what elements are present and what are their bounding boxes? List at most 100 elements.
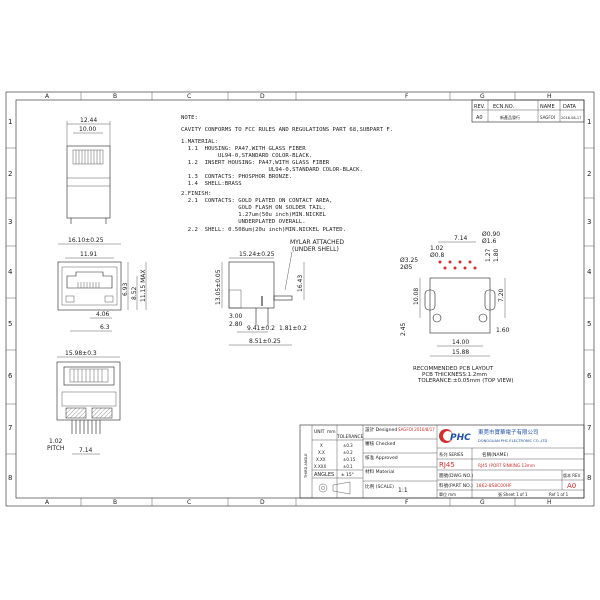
grid-col-c: C: [187, 93, 191, 100]
note-line-11: 1.27um(50u inch)MIN.NICKEL: [181, 212, 326, 218]
dim-side-941: 9.41±0.2: [247, 325, 275, 332]
dim-pcb-325b: 2Ø5: [400, 264, 413, 271]
tb-tol-key-1: X.X: [318, 450, 325, 455]
grid-row-1-right: 1: [587, 118, 591, 126]
grid-row-5: 5: [8, 320, 12, 328]
tb-tol-0: ±0.3: [343, 443, 353, 448]
grid-row-8: 8: [8, 474, 12, 482]
dim-side-height: 13.05±0.05: [215, 269, 222, 305]
tb-third-angle: THIRD ANGLE: [304, 453, 308, 479]
grid-col-d-bottom: D: [260, 499, 265, 506]
grid-row-6-right: 6: [587, 372, 592, 380]
pcb-layout-view: 7.14 Ø0.90 Ø1.6 1.02 Ø0.8 1.27 1.80 Ø3.2…: [400, 231, 514, 384]
tb-scale: 比例 (SCALE): [365, 483, 394, 490]
rev-cell-ecn: 新產品發行: [500, 114, 520, 120]
dim-pcb-102b: Ø0.8: [430, 252, 444, 259]
rev-header-data: DATA: [563, 104, 576, 110]
grid-row-2-right: 2: [587, 170, 591, 178]
dim-side-1643: 16.43: [297, 275, 304, 292]
dim-side-280: 2.80: [229, 321, 243, 328]
grid-col-d: D: [260, 93, 265, 100]
note-line-9: 2.1 CONTACTS: GOLD PLATED ON CONTACT ARE…: [181, 198, 333, 204]
grid-col-c-bottom: C: [187, 499, 191, 506]
pcb-thickness: PCB THICKNESS:1.2mm: [422, 372, 487, 378]
dim-w-714: 7.14: [79, 447, 93, 454]
pcb-tolerance: TOLERANCE:±0.05mm (TOP VIEW): [417, 378, 514, 384]
bottom-view: 15.98±0.3 1.02 PITCH 7.14: [47, 350, 121, 455]
dim-pcb-714: 7.14: [454, 235, 468, 242]
dim-pitch-value: 1.02: [49, 438, 63, 445]
tb-units: UNIT: [314, 429, 325, 435]
dim-pcb-1588: 15.88: [452, 349, 469, 356]
tb-series-label: 系列 SERIES: [439, 451, 464, 458]
note-line-13: 2.2 SHELL: 0.508um(20u inch)MIN.NICKEL P…: [181, 227, 346, 233]
grid-col-a-bottom: A: [45, 499, 50, 506]
dim-pcb-720: 7.20: [498, 288, 505, 302]
tb-unit-value: mm: [327, 430, 336, 435]
tb-part-label: 料號(PART NO.): [439, 482, 473, 489]
grid-row-3: 3: [8, 218, 12, 226]
grid-row-4: 4: [8, 268, 13, 276]
grid-col-h: H: [547, 93, 552, 100]
dim-h-693: 6.93: [122, 282, 129, 296]
tb-designed: 設計 Designed: [365, 426, 397, 433]
note-line-0: CAVITY CONFORMS TO FCC RULES AND REGULAT…: [181, 127, 393, 133]
grid-col-h-bottom: H: [547, 499, 552, 506]
note-line-4: 1.2 INSERT HOUSING: PA47,WITH GLASS FIBE…: [181, 160, 330, 166]
company-name-en: DONGGUAN PHC ELECTRONIC CO.,LTD: [478, 439, 547, 443]
notes-title: NOTE:: [181, 115, 198, 121]
grid-col-b-bottom: B: [113, 499, 117, 506]
grid-row-2: 2: [8, 170, 12, 178]
rev-header-ecn: ECN.NO.: [493, 104, 514, 110]
tb-dwg-label: 圖號(DWG NO.): [439, 472, 473, 479]
tb-tol-key-0: X: [320, 443, 323, 448]
tb-name-label: 名稱(NAME): [482, 451, 508, 458]
tb-angles: ANGLES: [314, 472, 334, 478]
dim-w-63: 6.3: [100, 324, 110, 331]
rev-header-rev: REV.: [474, 104, 485, 110]
title-block: THIRD ANGLE UNIT mm TOLERANCE X X.X X.XX…: [299, 424, 585, 499]
tb-checked: 審核 Checked: [365, 440, 395, 447]
dim-pcb-325: Ø3.25: [400, 257, 418, 264]
rev-cell-rev: A0: [476, 115, 483, 121]
tb-name-value: RJ45 (PORT SINKING 13mm: [478, 463, 535, 468]
dim-port-width: 11.91: [80, 251, 97, 258]
dim-w-406: 4.06: [96, 311, 110, 318]
dim-pcb-160: 1.60: [496, 327, 510, 334]
dim-pcb-1008: 10.08: [413, 288, 420, 305]
dim-pcb-245: 2.45: [400, 322, 407, 336]
grid-column-labels: A B C D F G H A B C D F G H: [45, 93, 552, 506]
grid-row-7-right: 7: [587, 424, 591, 432]
grid-col-g: G: [480, 93, 485, 100]
dim-top-inner: 10.00: [79, 126, 96, 133]
company-logo-text: PHC: [450, 433, 471, 443]
label-mylar: MYLAR ATTACHED: [290, 239, 344, 246]
note-line-12: UNDERPLATED OVERALL.: [181, 219, 306, 225]
dim-h-852: 8.52: [131, 286, 138, 300]
note-line-5: UL94-0,STANDARD COLOR-BLACK.: [181, 167, 363, 173]
tb-angle-tol: ± 15°: [341, 472, 354, 478]
tb-scale-value: 1:1: [398, 487, 408, 494]
dim-pitch-label: PITCH: [47, 445, 64, 452]
dim-pcb-127: 1.27: [485, 248, 492, 262]
rev-cell-date: 2016-08-17: [561, 116, 581, 120]
dim-top-outer: 12.44: [80, 117, 97, 124]
tb-tol-1: ±0.2: [343, 450, 353, 455]
dim-h-max: 11.15 MAX: [140, 270, 147, 302]
dim-pcb-1400: 14.00: [452, 339, 469, 346]
note-line-1: 1.MATERIAL:: [181, 139, 218, 145]
pcb-pin-holes: [438, 260, 477, 270]
note-line-10: GOLD FLASH ON SOLDER TAIL,: [181, 205, 326, 211]
notes-block: NOTE: CAVITY CONFORMS TO FCC RULES AND R…: [181, 115, 393, 233]
grid-col-b: B: [113, 93, 117, 100]
dim-side-300: 3.00: [229, 313, 243, 320]
dim-pcb-102: 1.02: [430, 245, 444, 252]
projection-symbol-icon: [318, 481, 351, 495]
revision-table: REV. ECN.NO. NAME DATA A0 新產品發行 SAGFOI 2…: [471, 99, 585, 123]
grid-col-g-bottom: G: [480, 499, 485, 506]
tb-series-value: RJ45: [439, 461, 455, 469]
company-name-cn: 東莞市寶華電子有限公司: [478, 428, 539, 436]
dim-bottom-width: 15.98±0.3: [65, 350, 97, 357]
dim-side-181: 1.81±0.2: [279, 325, 307, 332]
